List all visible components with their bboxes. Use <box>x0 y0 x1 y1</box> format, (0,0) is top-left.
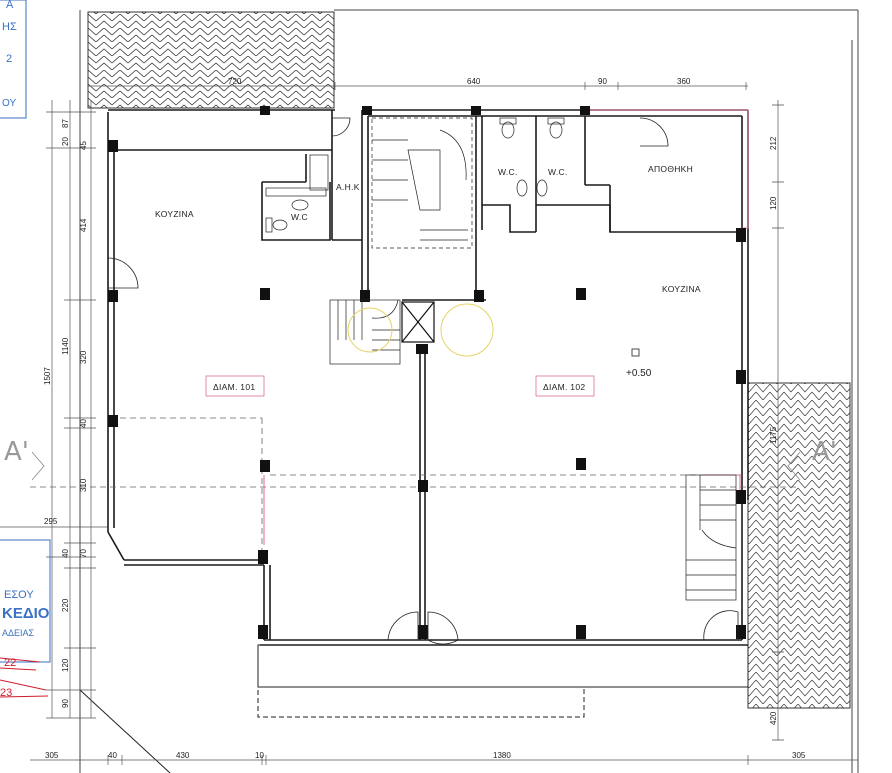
structural-columns <box>108 106 746 639</box>
walls <box>107 109 749 646</box>
dim-bottom-6: 305 <box>792 751 806 760</box>
section-marker-right-shape <box>787 451 801 481</box>
ramp-right <box>747 382 851 709</box>
dim-left-5: 320 <box>79 350 88 364</box>
dim-left-mid: 1140 <box>61 337 70 355</box>
elevator-shaft <box>401 301 435 343</box>
stamp-line-bottom-1: ΕΣΟΥ <box>4 589 34 601</box>
dim-left-7: 310 <box>79 478 88 492</box>
room-label-wc-1: W.C. <box>498 167 518 177</box>
sanitary-fixtures <box>265 117 565 233</box>
dim-bottom-5: 1380 <box>493 751 511 760</box>
section-label-right: A' <box>812 437 837 467</box>
hand-marks <box>0 657 49 698</box>
stairs-left-small <box>329 299 401 365</box>
room-label-boxes <box>205 375 595 397</box>
stairs-right <box>685 474 737 601</box>
dashed-outlines <box>30 417 800 560</box>
section-marker-left-shape <box>31 451 45 481</box>
balcony <box>257 644 749 718</box>
dim-top-4: 360 <box>677 77 691 86</box>
dim-left-8: 40 <box>61 549 70 558</box>
hand-number-2: 23 <box>0 687 12 699</box>
room-label-kitchen-left: ΚΟΥΖΙΝΑ <box>155 209 194 219</box>
dim-left-11: 120 <box>61 658 70 672</box>
dim-top-3: 90 <box>598 77 607 86</box>
room-label-storage: ΑΠΟΘΗΚΗ <box>648 164 693 174</box>
room-label-kitchen-right: ΚΟΥΖΙΝΑ <box>662 284 701 294</box>
elevation-square <box>631 348 640 357</box>
dim-left-horizontal: 295 <box>44 517 58 526</box>
elevation-label: +0.50 <box>626 368 652 379</box>
dim-left-outer: 1507 <box>43 367 52 385</box>
dim-right-2: 120 <box>769 196 778 210</box>
dim-left-3: 45 <box>79 141 88 150</box>
dim-left-1: 20 <box>61 137 70 146</box>
hand-number-1: 22 <box>4 657 16 669</box>
dimension-lines <box>0 82 858 765</box>
dim-right-1: 212 <box>769 136 778 150</box>
dim-left-2: 87 <box>61 119 70 128</box>
dim-right-3: 1175 <box>769 426 778 444</box>
section-label-left: A' <box>4 437 29 467</box>
dim-bottom-1: 305 <box>45 751 59 760</box>
plot-boundary <box>79 9 859 773</box>
doors <box>107 117 739 645</box>
stairs-central <box>371 117 473 249</box>
dim-top-1: 720 <box>228 77 242 86</box>
boundary-diagonal <box>79 689 171 773</box>
stamp-line-top-2: ΗΣ <box>2 21 17 33</box>
dim-bottom-3: 430 <box>176 751 190 760</box>
yellow-arcs <box>347 303 494 357</box>
dim-bottom-4: 10 <box>255 751 264 760</box>
room-label-apt-102: ΔΙΑΜ. 102 <box>543 382 585 392</box>
stamp-line-bottom-3: ΑΔΕΙΑΣ <box>2 628 35 638</box>
room-label-ahk: Α.Η.Κ <box>336 182 360 192</box>
dim-left-6: 40 <box>79 419 88 428</box>
dim-left-4: 414 <box>79 218 88 232</box>
stamp-line-top-4: ΟΥ <box>2 98 16 109</box>
dim-left-9: 70 <box>79 549 88 558</box>
stamp-line-bottom-2: ΚΕΔΙΟ <box>2 605 50 622</box>
stamp-blue <box>0 0 51 663</box>
dim-left-10: 220 <box>61 598 70 612</box>
dim-bottom-2: 40 <box>108 751 117 760</box>
ramp-top-left <box>87 11 335 109</box>
stamp-line-top-1: Α <box>6 0 14 11</box>
room-label-apt-101: ΔΙΑΜ. 101 <box>213 382 255 392</box>
dim-top-2: 640 <box>467 77 481 86</box>
stamp-line-top-3: 2 <box>6 53 12 65</box>
room-label-wc-2: W.C. <box>548 167 568 177</box>
dim-left-12: 90 <box>61 699 70 708</box>
room-label-wc-left: W.C <box>291 212 308 222</box>
dimension-ticks <box>46 104 784 741</box>
dim-right-4: 420 <box>769 711 778 725</box>
